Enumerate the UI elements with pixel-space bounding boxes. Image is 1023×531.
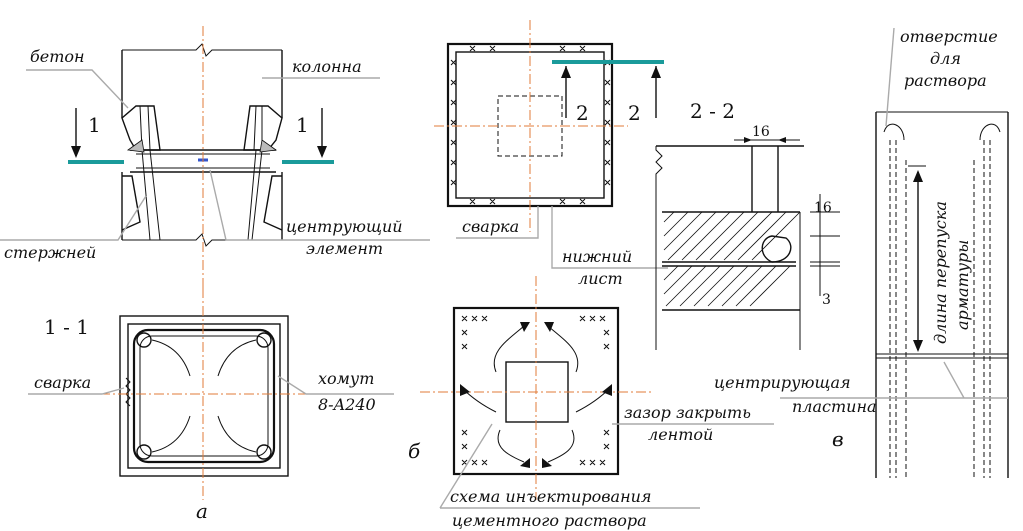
label-otverstie-1: отверстие	[900, 27, 998, 46]
figure-a-section	[100, 288, 306, 500]
section-mark-1-1: 1 - 1	[44, 315, 89, 339]
label-svarka-b: сварка	[462, 217, 519, 236]
figure-a-elevation	[68, 26, 334, 288]
figure-letter-a: а	[196, 499, 208, 523]
label-skhema-2: цементного раствора	[452, 511, 647, 530]
label-zazor-2: лентой	[648, 425, 713, 444]
dim-16-right: 16	[814, 200, 832, 216]
label-khomut-1: хомут	[318, 369, 374, 388]
label-otverstie-3: раствора	[904, 71, 987, 90]
label-kolonna: колонна	[292, 57, 362, 76]
label-skhema-1: схема инъектирования	[450, 487, 652, 506]
label-beton: бетон	[30, 47, 85, 66]
label-nizhniy-2: лист	[578, 269, 623, 288]
dim-3: 3	[822, 292, 831, 308]
figure-b-plate	[434, 20, 664, 232]
label-sterzhney: стержней	[4, 243, 96, 262]
cut-mark-1-right: 1	[296, 113, 309, 137]
label-otverstie-2: для	[930, 49, 961, 68]
figure-b-injection	[420, 276, 652, 500]
dim-16-top: 16	[752, 124, 770, 140]
label-svarka-a: сварка	[34, 373, 91, 392]
section-2-2-detail	[655, 137, 840, 350]
cut-mark-2-left: 2	[576, 101, 589, 125]
label-centr-element-2: элемент	[306, 239, 383, 258]
label-centr-element-1: центрующий	[286, 217, 403, 236]
label-zazor-1: зазор закрыть	[624, 403, 751, 422]
figure-v-overlap	[875, 111, 1009, 478]
label-centr-plast-1: центрирующая	[714, 373, 851, 392]
cut-mark-1-left: 1	[88, 113, 101, 137]
label-nizhniy-1: нижний	[562, 247, 632, 266]
cut-mark-2-right: 2	[628, 101, 641, 125]
label-dlina-2: арматуры	[953, 240, 972, 330]
label-khomut-2: 8-A240	[318, 395, 376, 414]
figure-letter-b: б	[408, 439, 421, 463]
figure-letter-v: в	[832, 427, 844, 451]
label-centr-plast-2: пластина	[792, 397, 877, 416]
label-dlina-1: длина перепуска	[931, 201, 950, 344]
section-mark-2-2: 2 - 2	[690, 99, 735, 123]
